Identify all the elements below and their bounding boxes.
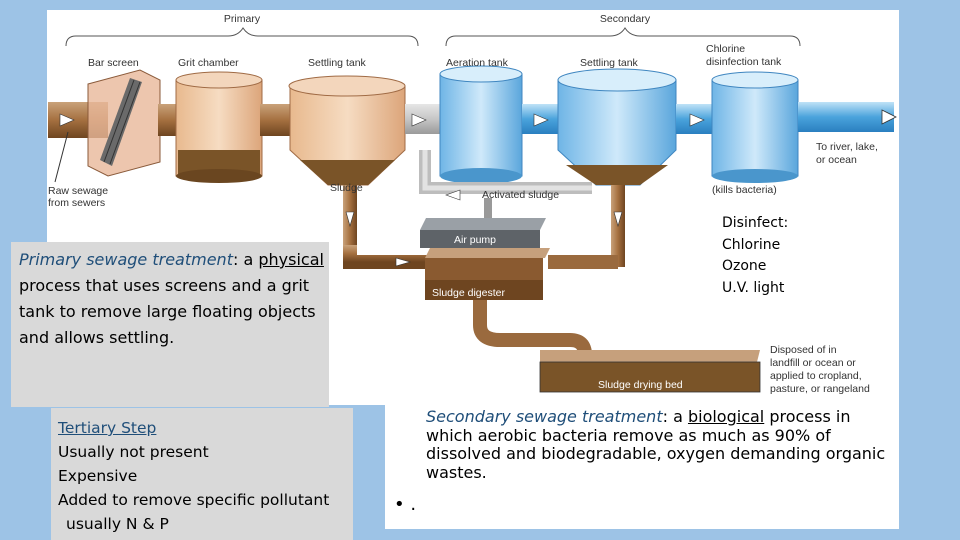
primary-treatment-note: Primary sewage treatment: a physical pro… — [19, 247, 331, 351]
bullet-text: . — [410, 494, 417, 515]
primary-note-box — [11, 242, 329, 407]
label-settling-tank-secondary: Settling tank — [580, 57, 639, 69]
label-disposed-2: landfill or ocean or — [770, 357, 856, 369]
tertiary-note: Tertiary Step Usually not present Expens… — [58, 416, 353, 536]
label-or-ocean: or ocean — [816, 154, 857, 166]
secondary-bracket — [445, 27, 801, 47]
label-air-pump: Air pump — [454, 234, 496, 246]
primary-rest: process that uses screens and a grit tan… — [19, 276, 316, 347]
secondary-keyword: biological — [687, 407, 765, 426]
bullet-symbol: • — [394, 494, 405, 515]
tertiary-line: Usually not present — [58, 443, 209, 461]
bullet-item: • . — [394, 494, 416, 515]
secondary-settling-tank — [557, 68, 677, 186]
activated-sludge-return — [419, 150, 592, 201]
label-chlorine: Chlorine — [706, 43, 745, 55]
tertiary-line: usually N & P — [66, 515, 169, 533]
primary-colon: : a — [232, 250, 259, 269]
label-activated-sludge: Activated sludge — [482, 189, 559, 201]
label-disposed-4: pasture, or rangeland — [770, 383, 870, 395]
label-aeration-tank: Aeration tank — [446, 57, 509, 69]
sludge-drying-bed — [539, 350, 761, 393]
outflow-pipe — [798, 102, 894, 132]
secondary-note-panel — [385, 405, 899, 529]
label-disposed-3: applied to cropland, — [770, 370, 862, 382]
tertiary-note-box — [51, 408, 353, 540]
label-disposed-1: Disposed of in — [770, 344, 837, 356]
secondary-rest: process in which aerobic bacteria remove… — [426, 407, 886, 482]
label-kills-bacteria: (kills bacteria) — [712, 184, 777, 196]
primary-settling-tank — [288, 75, 406, 186]
disinfect-item: Chlorine — [722, 236, 781, 253]
disinfect-title: Disinfect: — [722, 215, 789, 231]
disinfect-item: U.V. light — [722, 279, 785, 296]
aeration-tank — [439, 65, 523, 184]
tertiary-line: Expensive — [58, 467, 138, 485]
chlorine-disinfection-tank — [711, 71, 799, 183]
disinfect-item: Ozone — [722, 258, 767, 274]
sludge-digester — [425, 248, 550, 300]
label-drying-bed: Sludge drying bed — [598, 379, 683, 391]
grit-chamber — [175, 71, 263, 183]
primary-bracket — [65, 27, 419, 47]
label-primary: Primary — [224, 13, 261, 25]
label-from-sewers: from sewers — [48, 197, 105, 209]
label-secondary: Secondary — [600, 13, 651, 25]
label-sludge: Sludge — [330, 182, 363, 194]
label-settling-tank-primary: Settling tank — [308, 57, 367, 69]
tertiary-line: Added to remove specific pollutant — [58, 491, 330, 509]
label-to-river: To river, lake, — [816, 141, 878, 153]
label-grit-chamber: Grit chamber — [178, 57, 239, 69]
tertiary-title: Tertiary Step — [58, 419, 157, 437]
primary-term: Primary sewage treatment — [19, 250, 233, 269]
air-pump — [420, 198, 546, 248]
primary-keyword: physical — [258, 250, 324, 269]
secondary-treatment-note: Secondary sewage treatment: a biological… — [426, 407, 896, 482]
label-sludge-digester: Sludge digester — [432, 287, 505, 299]
secondary-term: Secondary sewage treatment — [426, 407, 663, 426]
label-bar-screen: Bar screen — [88, 57, 139, 69]
label-disinfection-tank: disinfection tank — [706, 56, 782, 68]
label-raw-sewage: Raw sewage — [48, 185, 108, 197]
secondary-colon: : a — [662, 407, 688, 426]
disinfect-list: Disinfect: Chlorine Ozone U.V. light — [722, 213, 788, 299]
bar-screen — [87, 69, 161, 177]
